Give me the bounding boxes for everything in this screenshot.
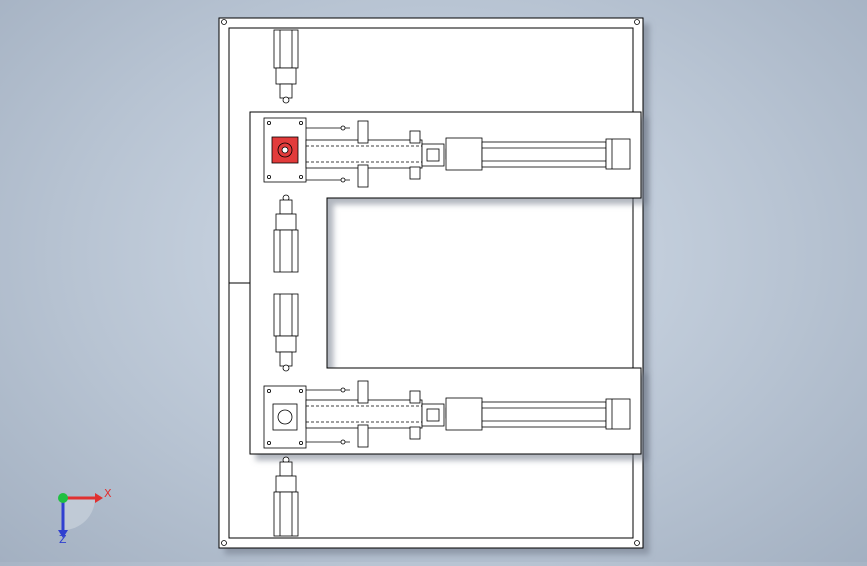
coordinate-triad: X Z <box>58 487 112 545</box>
z-axis-label: Z <box>59 533 67 545</box>
y-axis-dot <box>58 493 68 503</box>
actuator-top[interactable] <box>273 29 299 104</box>
actuator-bottom[interactable] <box>273 456 299 537</box>
lower-module[interactable] <box>263 380 631 449</box>
actuator-mid-upper[interactable] <box>273 194 299 273</box>
x-axis-label: X <box>104 487 112 500</box>
corner-screw-icon <box>221 19 640 546</box>
actuator-mid-lower[interactable] <box>273 293 299 372</box>
upper-module[interactable] <box>263 117 631 188</box>
e-frame-plate[interactable] <box>249 111 642 455</box>
